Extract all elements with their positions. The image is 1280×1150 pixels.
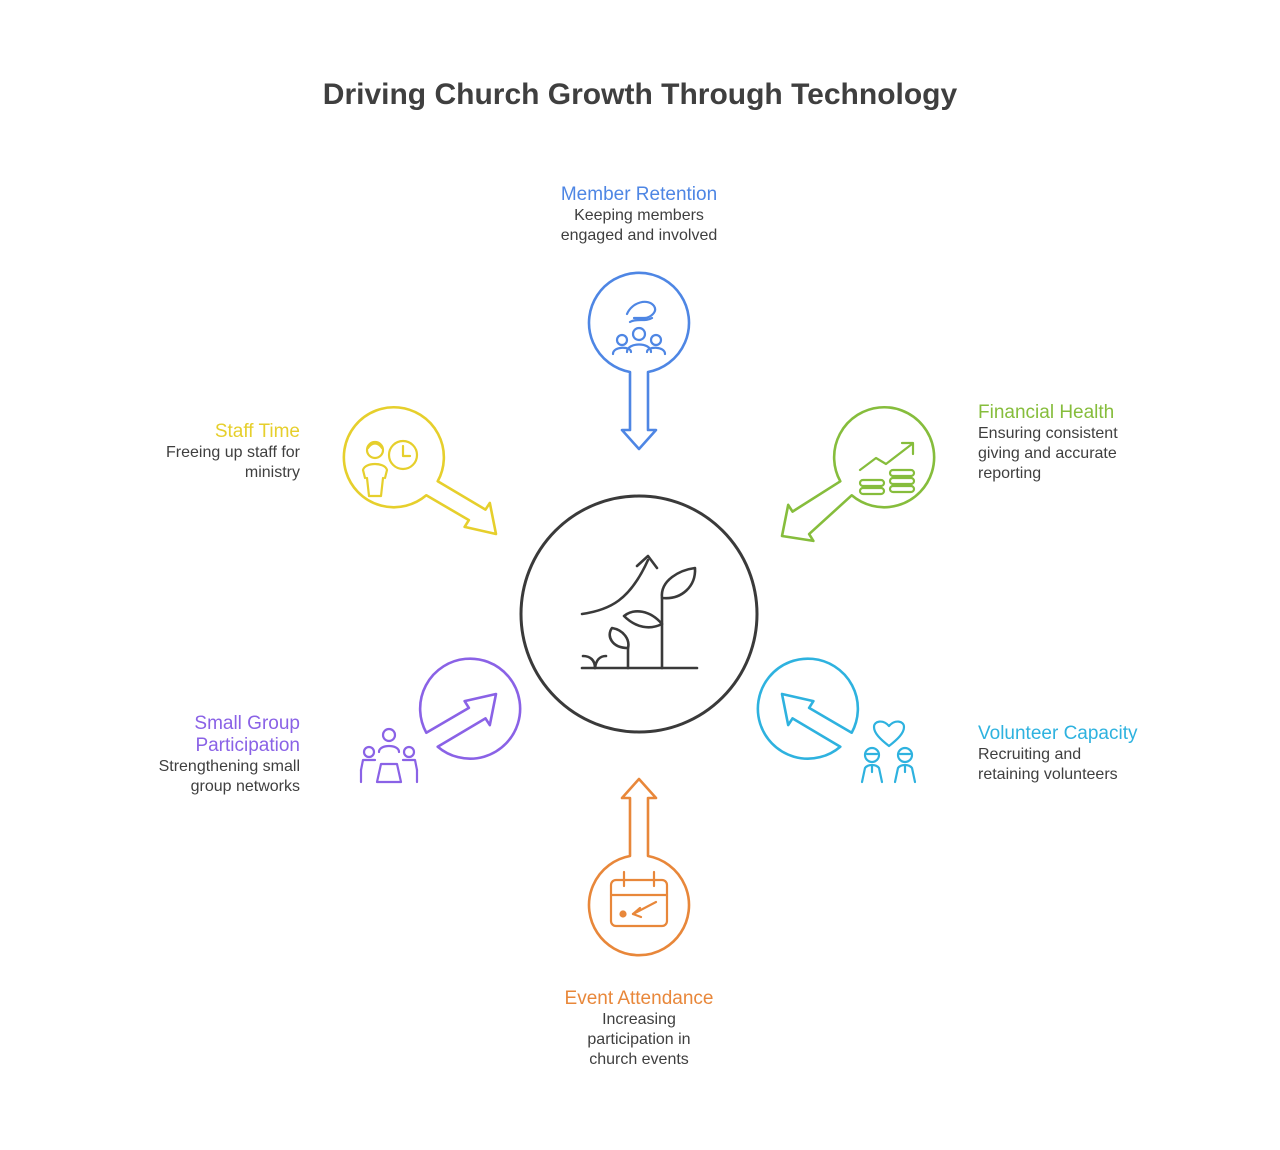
node-financial-health [780, 405, 936, 543]
staff-clock-icon [361, 439, 419, 498]
people-hand-icon [611, 300, 667, 356]
small-group-title: Small Group Participation [194, 713, 300, 756]
coins-growth-icon [858, 441, 916, 496]
staff-time-desc: Freeing up staff for ministry [166, 444, 300, 481]
member-retention-title: Member Retention [560, 184, 718, 205]
meeting-table-icon [359, 727, 419, 784]
label-event-attendance: Event Attendance Increasing participatio… [519, 988, 759, 1070]
node-small-group [359, 657, 522, 784]
node-event-attendance [587, 777, 691, 957]
volunteer-capacity-desc: Recruiting and retaining volunteers [978, 746, 1118, 783]
calendar-icon [609, 870, 669, 928]
plant-growth-icon [580, 554, 699, 670]
label-staff-time: Staff Time Freeing up staff for ministry [100, 421, 300, 483]
label-volunteer-capacity: Volunteer Capacity Recruiting and retain… [978, 723, 1198, 785]
financial-health-desc: Ensuring consistent giving and accurate … [978, 425, 1118, 482]
event-attendance-desc: Increasing participation in church event… [587, 1011, 691, 1068]
volunteers-heart-icon [860, 720, 917, 784]
node-staff-time [342, 405, 498, 536]
label-member-retention: Member Retention Keeping members engaged… [519, 184, 759, 246]
small-group-desc: Strengthening small group networks [158, 758, 300, 795]
label-financial-health: Financial Health Ensuring consistent giv… [978, 402, 1178, 484]
financial-health-title: Financial Health [978, 402, 1115, 423]
staff-time-title: Staff Time [214, 421, 300, 442]
event-attendance-title: Event Attendance [564, 988, 714, 1009]
node-member-retention [587, 271, 691, 451]
volunteer-capacity-title: Volunteer Capacity [978, 723, 1138, 744]
member-retention-desc: Keeping members engaged and involved [560, 207, 718, 244]
center-hub [519, 494, 759, 734]
diagram-title: Driving Church Growth Through Technology [322, 78, 958, 111]
label-small-group: Small Group Participation Strengthening … [100, 713, 300, 797]
node-volunteer-capacity [756, 657, 917, 784]
